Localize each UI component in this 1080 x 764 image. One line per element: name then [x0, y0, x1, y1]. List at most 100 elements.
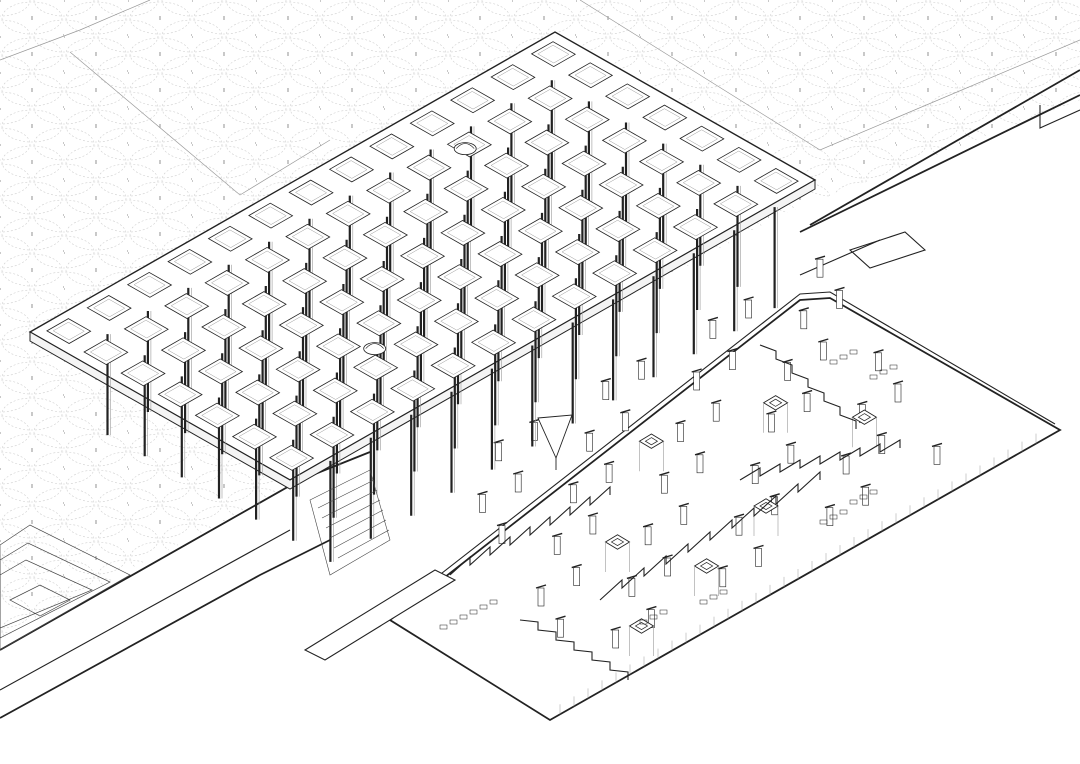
- basement-pillar-cap: [749, 461, 761, 467]
- basement-lightwell-inner: [768, 398, 783, 407]
- basement-pillar-cap: [659, 471, 670, 476]
- roof-coffer: [676, 170, 722, 196]
- roof-coffer-inner: [679, 217, 712, 237]
- roof-coffer: [365, 177, 412, 204]
- roof-coffer-inner: [493, 112, 526, 131]
- basement-pillar: [751, 465, 759, 484]
- roof-coffer-inner: [685, 129, 719, 148]
- roof-coffer: [248, 202, 294, 229]
- roof-coffer-inner: [93, 298, 126, 318]
- basement-furniture: [859, 494, 868, 500]
- roof-coffer: [406, 154, 452, 181]
- basement-pillar-cap: [642, 523, 654, 528]
- roof-coffer-inner: [285, 316, 318, 335]
- roof-coffer-inner: [315, 425, 349, 444]
- roof-coffer: [592, 260, 638, 287]
- roof-coffer: [436, 264, 483, 291]
- roof-coffer-inner: [204, 362, 237, 381]
- roof-coffer-inner: [524, 221, 557, 241]
- roof-coffer-inner: [238, 427, 271, 446]
- roof-coffer: [477, 241, 523, 267]
- roof-coffer: [393, 331, 439, 358]
- roof-coffer: [635, 193, 681, 219]
- roof-coffer-inner: [527, 177, 560, 196]
- roof-coffer: [713, 191, 759, 217]
- roof-coffer: [349, 398, 396, 425]
- basement-pillar-cap: [610, 626, 621, 631]
- roof-coffer-inner: [443, 268, 476, 287]
- basement-pillar: [933, 446, 941, 465]
- roof-coffer: [244, 246, 291, 273]
- roof-coffer: [604, 83, 651, 110]
- basement-furniture: [699, 599, 708, 605]
- basement-pillar: [862, 486, 869, 506]
- roof-skylight-dome: [365, 343, 384, 349]
- roof-coffer: [598, 171, 644, 198]
- roof-coffer: [474, 285, 520, 312]
- roof-coffer-inner: [648, 108, 681, 127]
- roof-coffer-inner: [241, 383, 274, 402]
- basement-furniture: [639, 619, 648, 625]
- basement-furniture: [449, 619, 458, 625]
- basement-lightwell: [638, 433, 665, 449]
- roof-coffer: [356, 310, 402, 337]
- roof-coffer: [160, 337, 207, 364]
- basement-pillar: [660, 474, 668, 494]
- basement-pillar: [712, 402, 720, 422]
- roof-coffer-inner: [605, 175, 638, 194]
- basement-furniture: [439, 624, 448, 630]
- roof-coffer: [325, 200, 371, 227]
- basement-pillar: [589, 515, 597, 535]
- roof-coffer-inner: [248, 294, 281, 314]
- roof-coffer: [281, 268, 328, 294]
- roof-coffer: [275, 356, 321, 383]
- roof-coffer: [369, 133, 415, 160]
- roof-coffer-inner: [403, 291, 436, 310]
- roof-coffer: [551, 283, 597, 310]
- roof-coffer-inner: [537, 44, 570, 64]
- basement-pillar-cap: [571, 563, 582, 569]
- roof-coffer: [470, 329, 517, 356]
- roof-coffer-inner: [372, 181, 405, 200]
- roof-coffer-inner: [406, 246, 439, 266]
- roof-skylight: [453, 142, 477, 156]
- basement-lightwell: [762, 395, 789, 411]
- basement-pillar-cap: [477, 490, 488, 496]
- roof-coffer: [433, 308, 480, 335]
- basement-pillar-cap: [892, 380, 904, 385]
- basement-pillar-cap: [710, 399, 722, 404]
- basement-stepped-wall: [449, 485, 611, 576]
- roof-coffer-inner: [251, 250, 284, 269]
- basement-pillar: [816, 258, 824, 278]
- roof-coffer-inner: [574, 66, 607, 85]
- basement-lightwell: [753, 498, 779, 514]
- roof-coffer-inner: [601, 219, 635, 239]
- roof-coffer: [524, 129, 570, 156]
- roof-coffer: [288, 179, 334, 206]
- basement-pillar: [553, 536, 561, 555]
- basement-pillar-cap: [636, 357, 647, 362]
- roof-coffer: [204, 270, 250, 296]
- roof-coffer: [487, 108, 533, 135]
- basement-furniture: [869, 489, 878, 495]
- roof-coffer-inner: [278, 404, 311, 423]
- basement-furniture: [719, 589, 728, 595]
- basement-pillar-cap: [824, 503, 836, 509]
- roof-coffer: [126, 271, 173, 298]
- basement-pillar-cap: [584, 429, 595, 434]
- roof-coffer: [409, 110, 455, 137]
- basement-pillar: [602, 381, 610, 400]
- roof-coffer-inner: [291, 227, 324, 246]
- roof-coffer: [716, 146, 762, 173]
- basement-pillar: [677, 423, 684, 442]
- basement-pillar-cap: [691, 368, 702, 373]
- roof-coffer: [561, 150, 607, 177]
- basement-furniture: [879, 369, 888, 375]
- roof-coffer: [231, 423, 278, 450]
- basement-pillar: [894, 383, 902, 403]
- basement-furniture: [849, 349, 858, 355]
- basement-pillar: [537, 587, 545, 607]
- roof-coffer-inner: [558, 287, 591, 306]
- roof-coffer-inner: [496, 68, 530, 87]
- basement-pillar-cap: [873, 349, 884, 354]
